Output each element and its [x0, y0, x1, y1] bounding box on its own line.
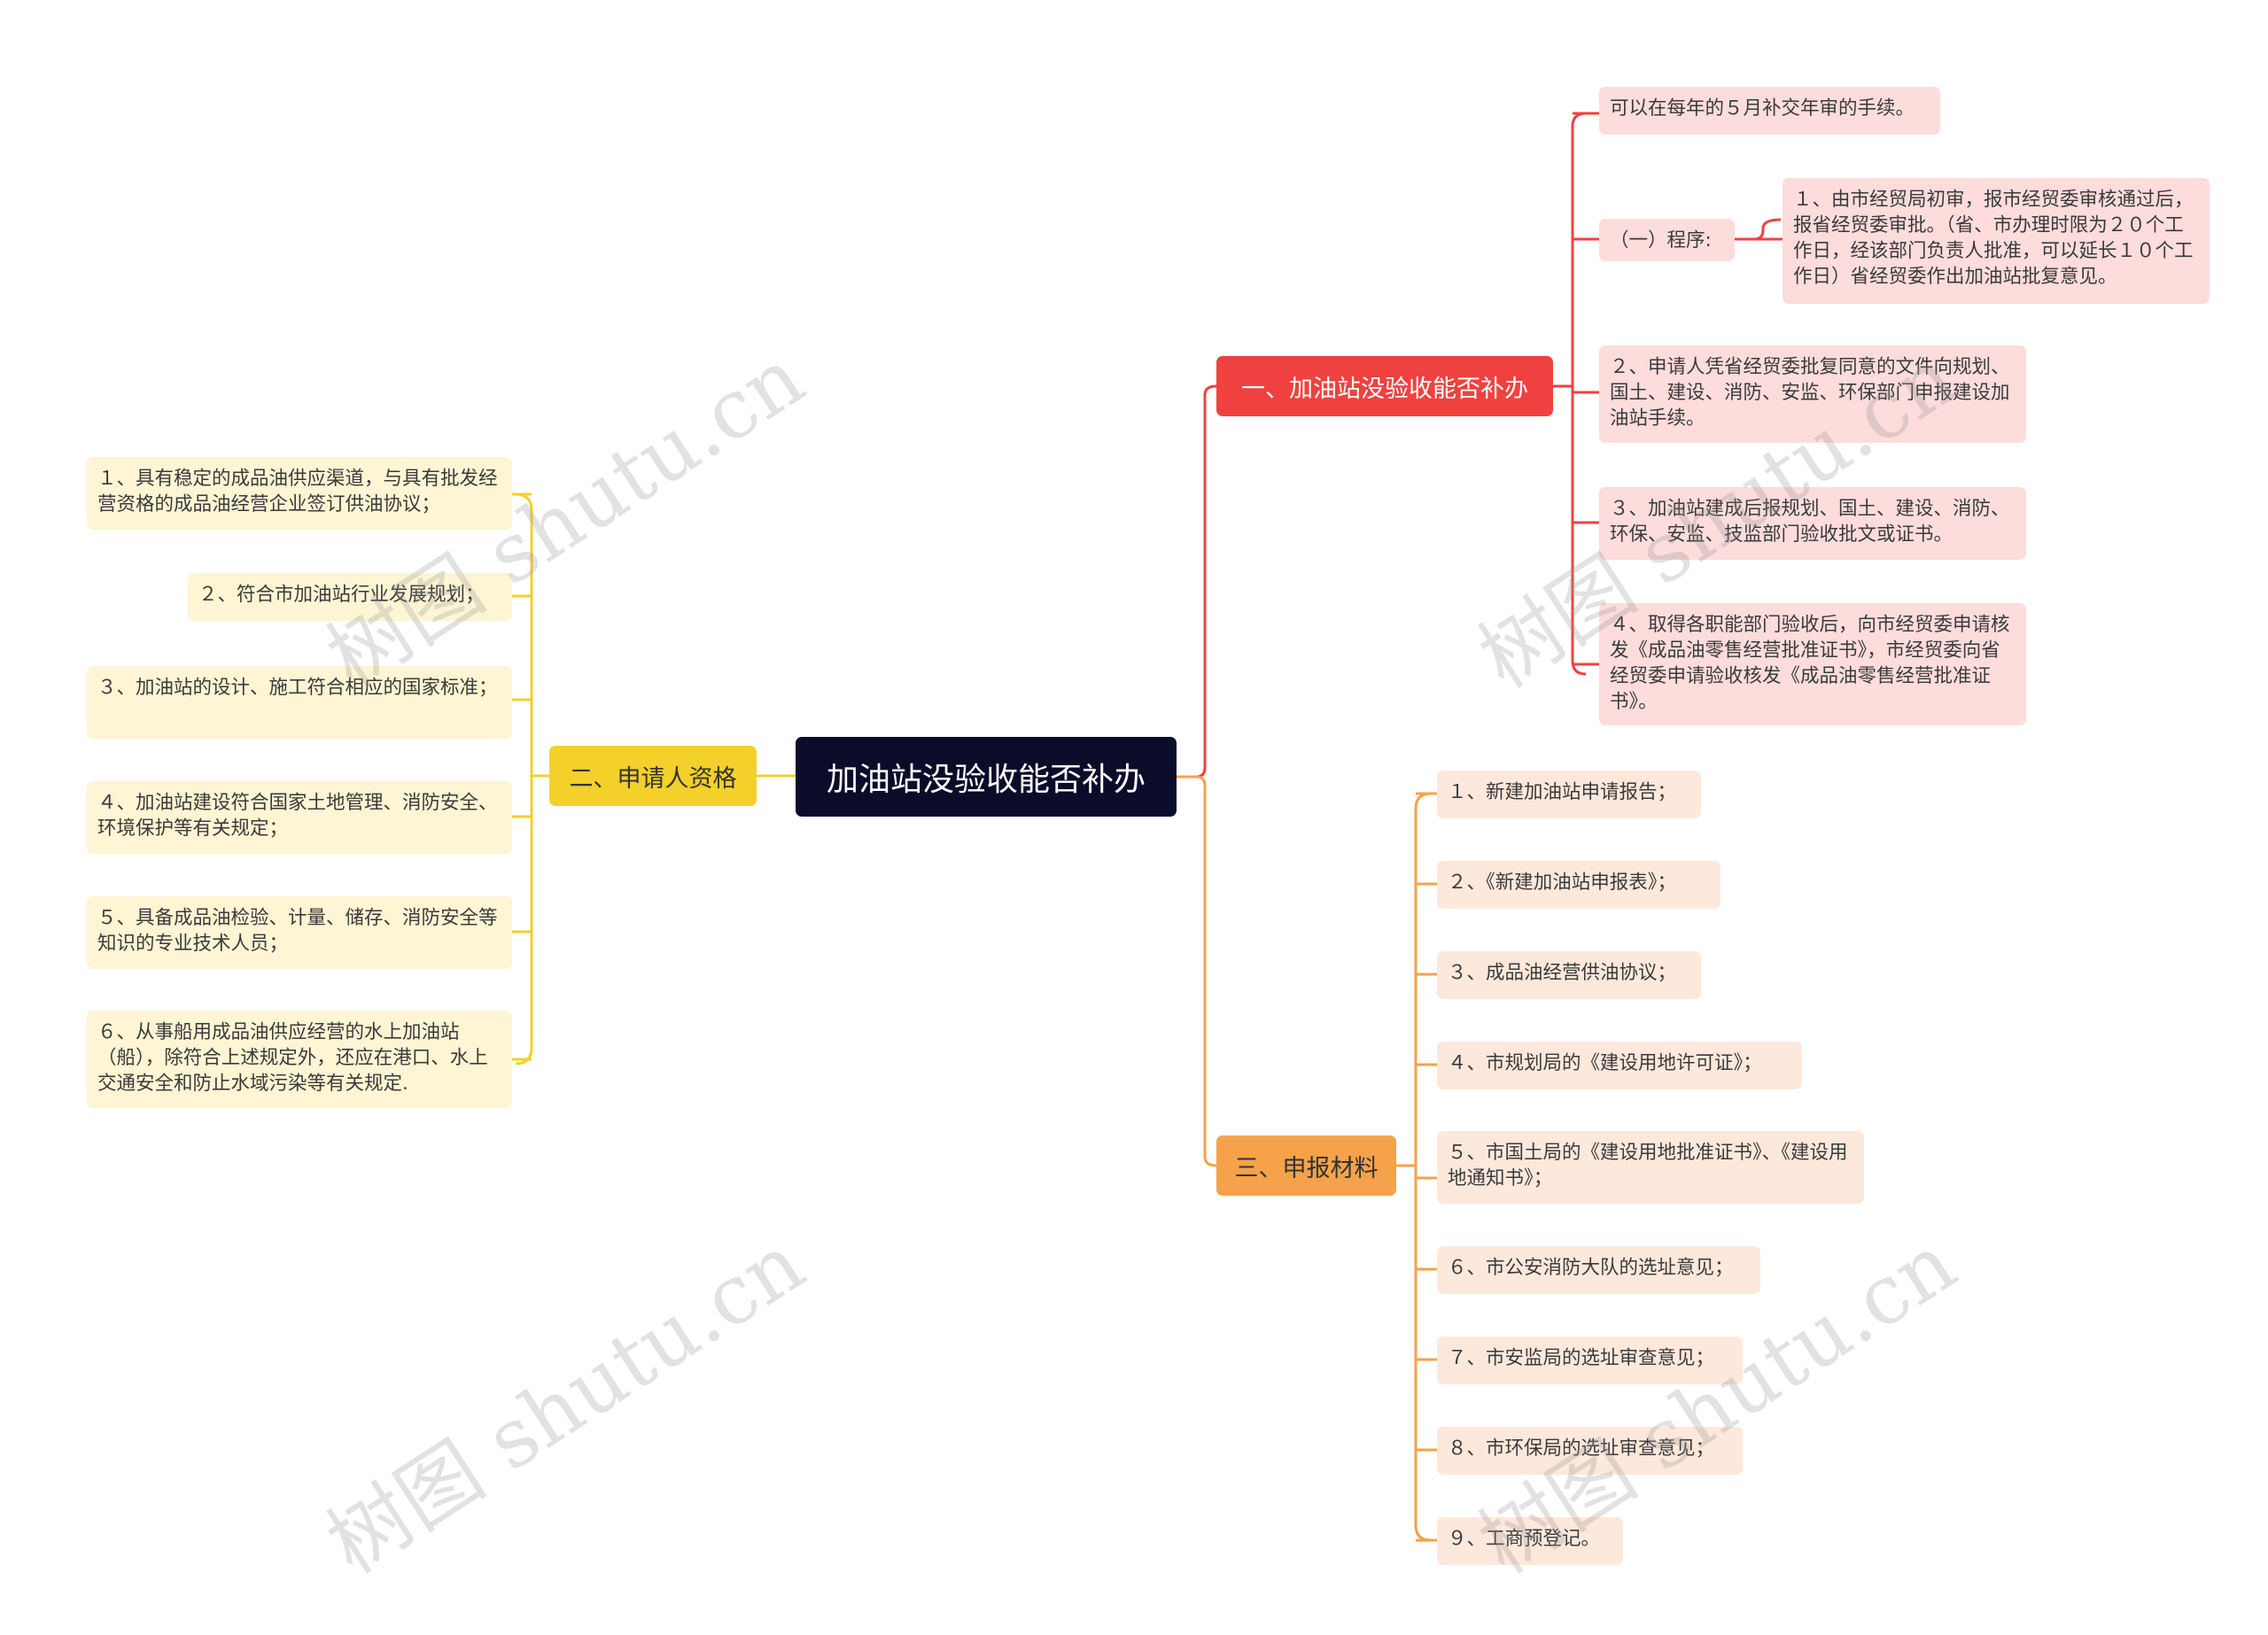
- leaf-node[interactable]: ２、符合市加油站行业发展规划；: [188, 573, 512, 621]
- branch-topic-1[interactable]: 一、加油站没验收能否补办: [1216, 356, 1553, 416]
- leaf-node[interactable]: ９、工商预登记。: [1437, 1517, 1623, 1565]
- leaf-node[interactable]: ６、市公安消防大队的选址意见；: [1437, 1246, 1760, 1294]
- branch-topic-3[interactable]: 三、申报材料: [1216, 1135, 1396, 1196]
- leaf-node[interactable]: ５、具备成品油检验、计量、储存、消防安全等知识的专业技术人员；: [87, 896, 512, 969]
- leaf-node[interactable]: （一）程序:: [1599, 219, 1735, 261]
- leaf-node[interactable]: ７、市安监局的选址审查意见；: [1437, 1337, 1743, 1384]
- leaf-node[interactable]: ４、取得各职能部门验收后，向市经贸委申请核发《成品油零售经营批准证书》，市经贸委…: [1599, 603, 2026, 725]
- leaf-node[interactable]: ８、市环保局的选址审查意见；: [1437, 1427, 1743, 1475]
- leaf-node[interactable]: １、具有稳定的成品油供应渠道，与具有批发经营资格的成品油经营企业签订供油协议；: [87, 457, 512, 530]
- leaf-node[interactable]: 可以在每年的５月补交年审的手续。: [1599, 87, 1940, 135]
- leaf-node[interactable]: ２、申请人凭省经贸委批复同意的文件向规划、国土、建设、消防、安监、环保部门申报建…: [1599, 345, 2026, 443]
- root-topic[interactable]: 加油站没验收能否补办: [796, 737, 1177, 817]
- leaf-node[interactable]: １、新建加油站申请报告；: [1437, 771, 1701, 818]
- leaf-node[interactable]: ２、《新建加油站申报表》；: [1437, 861, 1720, 909]
- leaf-node[interactable]: ３、加油站建成后报规划、国土、建设、消防、环保、安监、技监部门验收批文或证书。: [1599, 487, 2026, 560]
- leaf-node[interactable]: ４、加油站建设符合国家土地管理、消防安全、环境保护等有关规定；: [87, 781, 512, 854]
- leaf-node[interactable]: ６、从事船用成品油供应经营的水上加油站（船），除符合上述规定外，还应在港口、水上…: [87, 1011, 512, 1108]
- leaf-node[interactable]: １、由市经贸局初审，报市经贸委审核通过后，报省经贸委审批。（省、市办理时限为２０…: [1783, 178, 2210, 304]
- branch-topic-2[interactable]: 二、申请人资格: [549, 746, 757, 806]
- leaf-node[interactable]: ５、市国土局的《建设用地批准证书》、《建设用地通知书》；: [1437, 1131, 1864, 1204]
- leaf-node[interactable]: ４、市规划局的《建设用地许可证》；: [1437, 1042, 1802, 1089]
- leaf-node[interactable]: ３、成品油经营供油协议；: [1437, 951, 1701, 999]
- leaf-node[interactable]: ３、加油站的设计、施工符合相应的国家标准；: [87, 666, 512, 739]
